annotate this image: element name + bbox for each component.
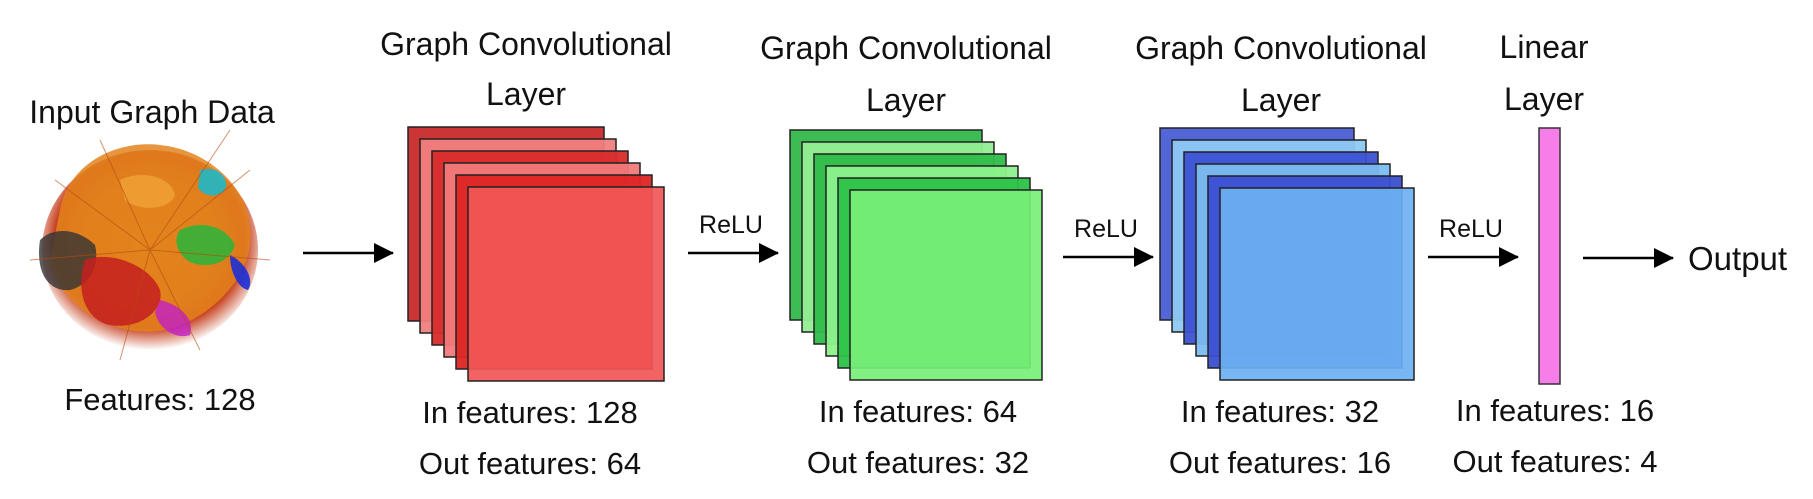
layer1-in-features: In features: 128: [422, 395, 638, 430]
layer3-title-line1: Graph Convolutional: [1135, 30, 1427, 66]
relu-label-3: ReLU: [1439, 215, 1503, 243]
layer1-title-line1: Graph Convolutional: [380, 26, 672, 62]
input-graph-image: [29, 129, 271, 361]
relu-label-1: ReLU: [699, 211, 763, 239]
input-features: Features: 128: [64, 382, 256, 417]
layer3-out-features: Out features: 16: [1168, 445, 1392, 480]
layer2-in-features: In features: 64: [818, 394, 1018, 429]
input-title: Input Graph Data: [29, 94, 275, 130]
feature-map-1-6: [467, 186, 665, 382]
output-label: Output: [1688, 240, 1788, 277]
relu-label-2: ReLU: [1074, 215, 1138, 243]
layer1-feature-map-stack: [407, 126, 665, 382]
layer2-title-line1: Graph Convolutional: [760, 30, 1052, 66]
linear-layer-bar: [1538, 127, 1561, 385]
linear-in-features: In features: 16: [1455, 393, 1655, 428]
layer3-feature-map-stack: [1159, 127, 1415, 381]
feature-map-2-6: [849, 189, 1043, 381]
linear-title-line2: Layer: [1503, 81, 1585, 117]
linear-out-features: Out features: 4: [1452, 444, 1658, 479]
layer2-out-features: Out features: 32: [806, 445, 1030, 480]
feature-map-3-6: [1219, 187, 1415, 381]
layer1-out-features: Out features: 64: [418, 446, 642, 481]
layer2-feature-map-stack: [789, 129, 1043, 381]
layer2-title-line2: Layer: [865, 82, 947, 118]
layer3-in-features: In features: 32: [1180, 394, 1380, 429]
layer1-title-line2: Layer: [485, 76, 567, 112]
linear-title-line1: Linear: [1499, 29, 1589, 65]
layer3-title-line2: Layer: [1240, 82, 1322, 118]
